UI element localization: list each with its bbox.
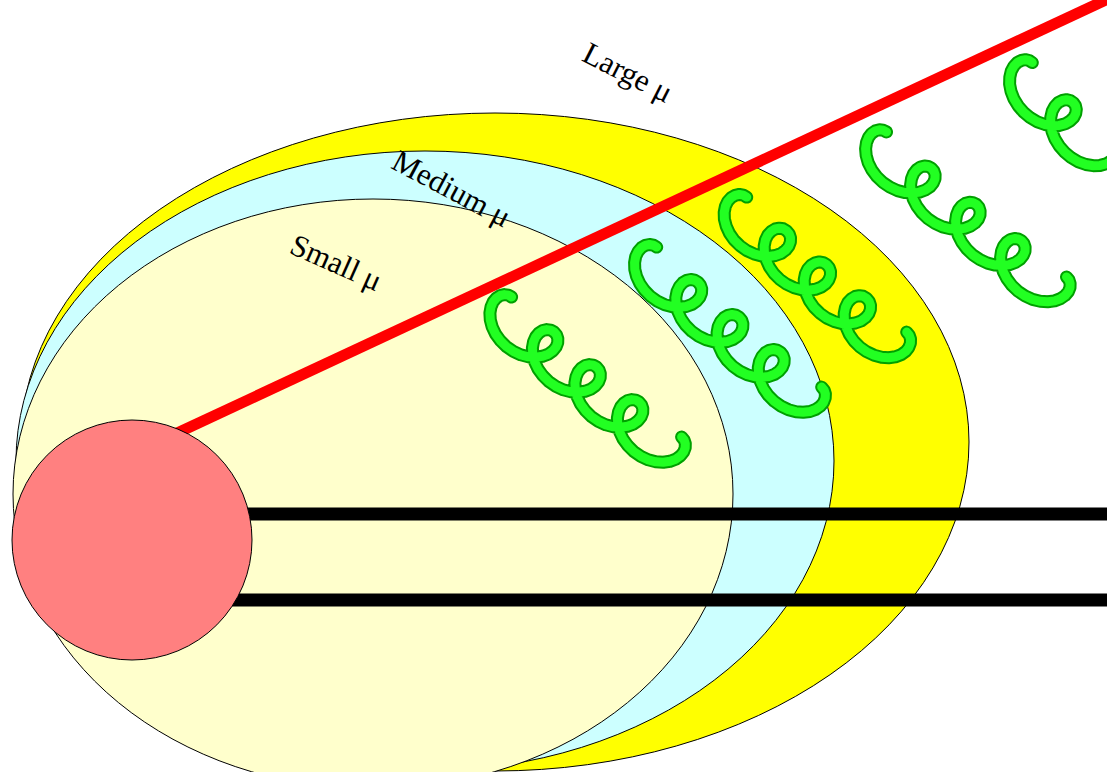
gluon-coil-edge (635, 245, 826, 413)
spectator-line (200, 594, 1107, 607)
gluon-coil (866, 130, 1071, 302)
gluon-coil-edge (1010, 60, 1107, 166)
gluon-coil (724, 194, 910, 357)
gluon-coil-edge (724, 194, 910, 357)
gluon-coil (635, 245, 826, 413)
hadron-blob (12, 420, 252, 660)
gluon-coil-edge (866, 130, 1071, 302)
quark-line (175, 0, 1107, 434)
scale-label: Large μ (578, 36, 678, 107)
gluon-coil (490, 295, 685, 463)
spectator-line (200, 508, 1107, 521)
gluon-coil (1010, 60, 1107, 166)
gluon-coil-edge (490, 295, 685, 463)
